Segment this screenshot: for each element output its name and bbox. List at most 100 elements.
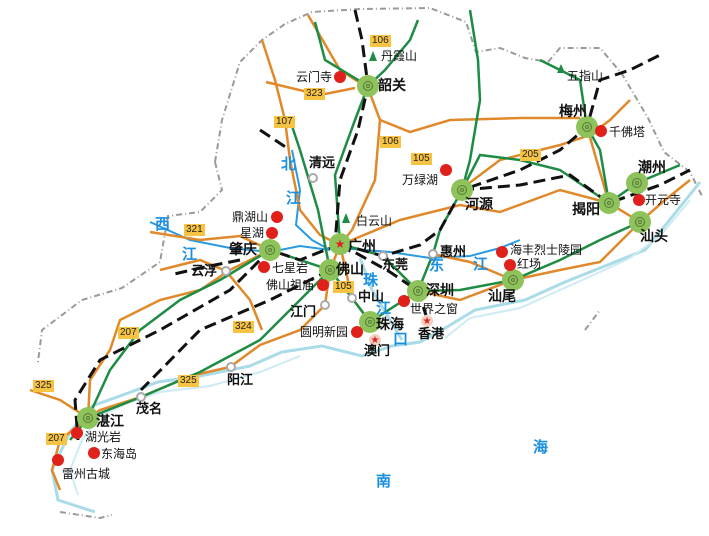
- attraction-label: 湖光岩: [85, 430, 122, 444]
- attraction-label: 丹霞山: [381, 49, 418, 63]
- attraction-dot-icon: [52, 454, 64, 466]
- city-marker-icon: [629, 211, 651, 233]
- road-number-badge: 325: [33, 380, 54, 392]
- road-number-badge: 323: [304, 88, 325, 100]
- attraction-label: 五指山: [567, 69, 604, 83]
- road-number-badge: 106: [370, 35, 391, 47]
- attraction-dot-icon: [334, 71, 346, 83]
- city-label: 广州: [348, 239, 376, 255]
- water-label: 西: [155, 215, 171, 233]
- water-label: 海: [533, 438, 549, 456]
- attraction-dot-icon: [271, 211, 283, 223]
- attraction-label: 鼎湖山: [232, 210, 269, 224]
- town-marker-icon: [221, 266, 231, 276]
- town-label: 云浮: [191, 264, 218, 279]
- attraction-label: 红场: [517, 257, 542, 271]
- attraction-dot-icon: [504, 259, 516, 271]
- attraction-dot-icon: [496, 246, 508, 258]
- attraction-dot-icon: [595, 125, 607, 137]
- town-label: 茂名: [136, 402, 163, 417]
- city-marker-icon: [357, 75, 379, 97]
- road-number-badge: 207: [118, 327, 139, 339]
- attraction-label: 圆明新园: [300, 325, 349, 339]
- capital-star-icon: ★: [329, 233, 351, 255]
- city-marker-icon: [359, 311, 381, 333]
- mountain-icon: [557, 64, 565, 73]
- town-marker-icon: [136, 392, 146, 402]
- city-marker-icon: [598, 192, 620, 214]
- attraction-label: 香港: [418, 327, 445, 342]
- city-marker-icon: [77, 407, 99, 429]
- sea-border: [59, 309, 601, 520]
- town-label: 中山: [358, 290, 385, 305]
- attraction-label: 白云山: [356, 214, 393, 228]
- star-icon: ★: [369, 334, 381, 346]
- town-marker-icon: [226, 362, 236, 372]
- star-icon: ★: [421, 315, 433, 327]
- town-label: 阳江: [227, 373, 254, 388]
- town-marker-icon: [320, 300, 330, 310]
- attraction-dot-icon: [266, 227, 278, 239]
- road-number-badge: 205: [520, 149, 541, 161]
- attraction-label: 万绿湖: [402, 173, 439, 187]
- attraction-label: 佛山祖庙: [266, 278, 315, 292]
- town-label: 东莞: [382, 258, 409, 273]
- river-beijiang: [291, 149, 331, 251]
- mountain-icon: [369, 51, 377, 61]
- city-label: 潮州: [638, 160, 666, 176]
- city-marker-icon: [626, 172, 648, 194]
- road-number-badge: 105: [333, 281, 354, 293]
- road-number-badge: 105: [411, 153, 432, 165]
- city-label: 河源: [465, 197, 493, 213]
- road-number-badge: 106: [380, 136, 401, 148]
- city-marker-icon: [502, 269, 524, 291]
- attraction-label: 开元寺: [645, 193, 682, 207]
- city-marker-icon: [319, 259, 341, 281]
- railways: [73, 9, 691, 441]
- attraction-dot-icon: [633, 194, 645, 206]
- city-label: 汕头: [640, 229, 668, 245]
- attraction-label: 七星岩: [272, 261, 309, 275]
- attraction-dot-icon: [317, 279, 329, 291]
- road-number-badge: 325: [178, 375, 199, 387]
- city-marker-icon: [407, 280, 429, 302]
- city-label: 揭阳: [572, 202, 600, 218]
- water-label: 江: [473, 255, 489, 273]
- river-zhujiang: [358, 257, 404, 341]
- city-marker-icon: [259, 239, 281, 261]
- attraction-label: 世界之窗: [410, 302, 459, 316]
- city-label: 深圳: [426, 283, 454, 299]
- city-marker-icon: [451, 179, 473, 201]
- city-label: 梅州: [559, 104, 587, 120]
- attraction-dot-icon: [351, 326, 363, 338]
- water-label: 江: [286, 189, 302, 207]
- province-border: [37, 6, 703, 363]
- city-label: 汕尾: [488, 289, 516, 305]
- attraction-label: 星湖: [240, 226, 265, 240]
- town-marker-icon: [308, 173, 318, 183]
- attraction-dot-icon: [440, 164, 452, 176]
- water-label: 南: [376, 472, 392, 490]
- town-label: 清远: [309, 156, 336, 171]
- town-marker-icon: [428, 249, 438, 259]
- city-label: 珠海: [376, 317, 404, 333]
- attraction-dot-icon: [258, 261, 270, 273]
- attraction-label: 海丰烈士陵园: [510, 243, 583, 257]
- road-number-badge: 107: [274, 116, 295, 128]
- attraction-label: 东海岛: [101, 447, 138, 461]
- water-label: 珠: [363, 271, 379, 289]
- road-number-badge: 321: [184, 224, 205, 236]
- attraction-label: 千佛塔: [609, 125, 646, 139]
- city-label: 肇庆: [229, 242, 257, 258]
- attraction-label: 澳门: [364, 344, 391, 359]
- town-label: 江门: [290, 305, 317, 320]
- city-label: 佛山: [336, 262, 364, 278]
- attraction-dot-icon: [398, 295, 410, 307]
- water-label: 口: [393, 330, 409, 348]
- water-label: 江: [376, 299, 392, 317]
- city-label: 湛江: [96, 414, 124, 430]
- road-number-badge: 207: [46, 433, 67, 445]
- mountain-icon: [342, 213, 350, 223]
- water-label: 江: [182, 245, 198, 263]
